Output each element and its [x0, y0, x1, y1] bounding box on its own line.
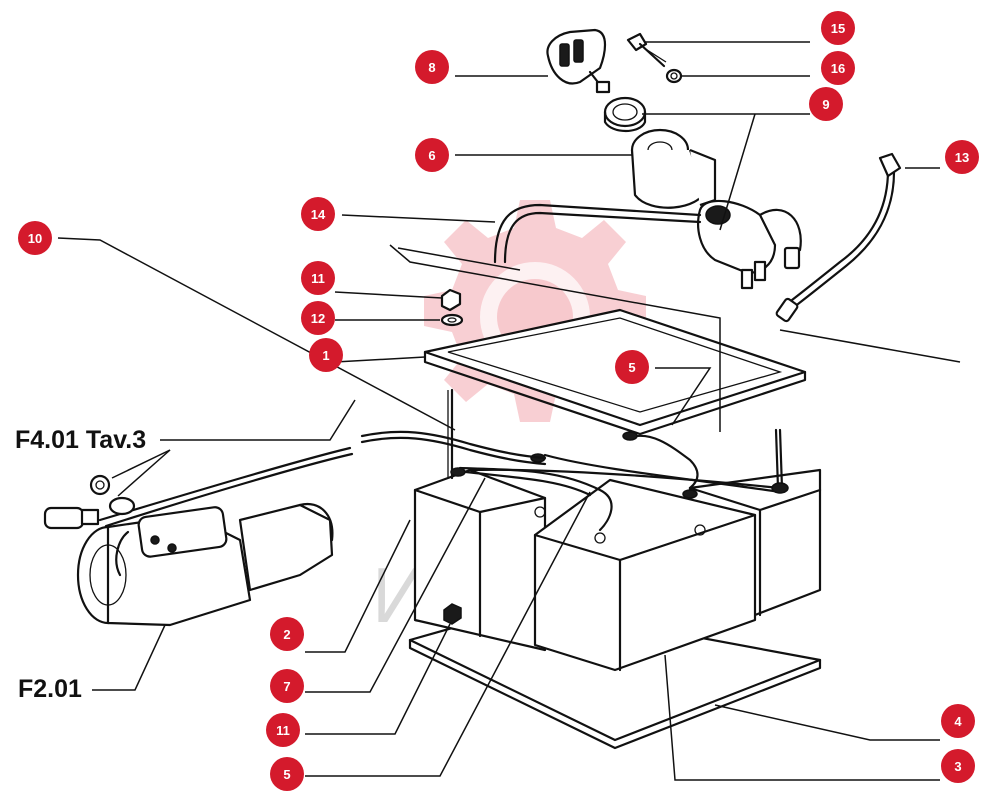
- washer: [440, 313, 464, 327]
- callout-number: 8: [428, 60, 435, 75]
- callout-badge-14[interactable]: 14: [301, 197, 335, 231]
- callout-number: 13: [955, 150, 969, 165]
- callout-number: 4: [954, 714, 962, 729]
- callout-badge-4[interactable]: 4: [941, 704, 975, 738]
- callout-badge-13[interactable]: 13: [945, 140, 979, 174]
- callout-badge-5-top[interactable]: 5: [615, 350, 649, 384]
- switch-housing: [630, 128, 717, 209]
- ignition-key: [546, 28, 611, 94]
- breather-hose: [493, 203, 702, 264]
- battery-switch-body: [697, 199, 802, 290]
- callout-number: 6: [428, 148, 435, 163]
- lower-nut: [443, 603, 462, 625]
- callout-badge-7[interactable]: 7: [270, 669, 304, 703]
- small-washer: [665, 68, 683, 84]
- callout-badge-5-bottom[interactable]: 5: [270, 757, 304, 791]
- callout-badge-1[interactable]: 1: [309, 338, 343, 372]
- callout-number: 2: [283, 627, 290, 642]
- callout-number: 16: [831, 61, 845, 76]
- ref-starter-label: F2.01: [18, 675, 82, 703]
- callout-badge-11-top[interactable]: 11: [301, 261, 335, 295]
- callout-number: 11: [311, 271, 325, 286]
- callout-number: 5: [628, 360, 635, 375]
- callout-number: 9: [822, 97, 829, 112]
- callout-number: 11: [276, 723, 290, 738]
- callout-badge-3[interactable]: 3: [941, 749, 975, 783]
- callout-badge-16[interactable]: 16: [821, 51, 855, 85]
- callout-number: 10: [28, 231, 42, 246]
- battery-left: [413, 468, 547, 652]
- ground-strap: [775, 152, 902, 323]
- callout-badge-12[interactable]: 12: [301, 301, 335, 335]
- hold-down-frame: [423, 308, 807, 436]
- callout-number: 3: [954, 759, 961, 774]
- callout-number: 14: [311, 207, 326, 222]
- upper-nut: [440, 288, 462, 312]
- starter-motor: [76, 502, 334, 627]
- callout-number: 5: [283, 767, 290, 782]
- callout-number: 15: [831, 21, 845, 36]
- callout-number: 7: [283, 679, 290, 694]
- leader-lines: [57, 41, 961, 781]
- cable-clip: [89, 474, 111, 496]
- callout-badge-2[interactable]: 2: [270, 617, 304, 651]
- callout-badge-15[interactable]: 15: [821, 11, 855, 45]
- callout-badge-9[interactable]: 9: [809, 87, 843, 121]
- bolt-screw: [626, 32, 667, 68]
- ref-tav-label: F4.01 Tav.3: [15, 426, 146, 454]
- callout-badge-11-bottom[interactable]: 11: [266, 713, 300, 747]
- ring-nut: [603, 96, 647, 133]
- callout-number: 12: [311, 311, 325, 326]
- callout-badge-8[interactable]: 8: [415, 50, 449, 84]
- callout-badge-6[interactable]: 6: [415, 138, 449, 172]
- main-starter-cable: [43, 430, 547, 530]
- callout-number: 1: [322, 348, 329, 363]
- stud-bolt: [447, 388, 454, 480]
- callout-badge-10[interactable]: 10: [18, 221, 52, 255]
